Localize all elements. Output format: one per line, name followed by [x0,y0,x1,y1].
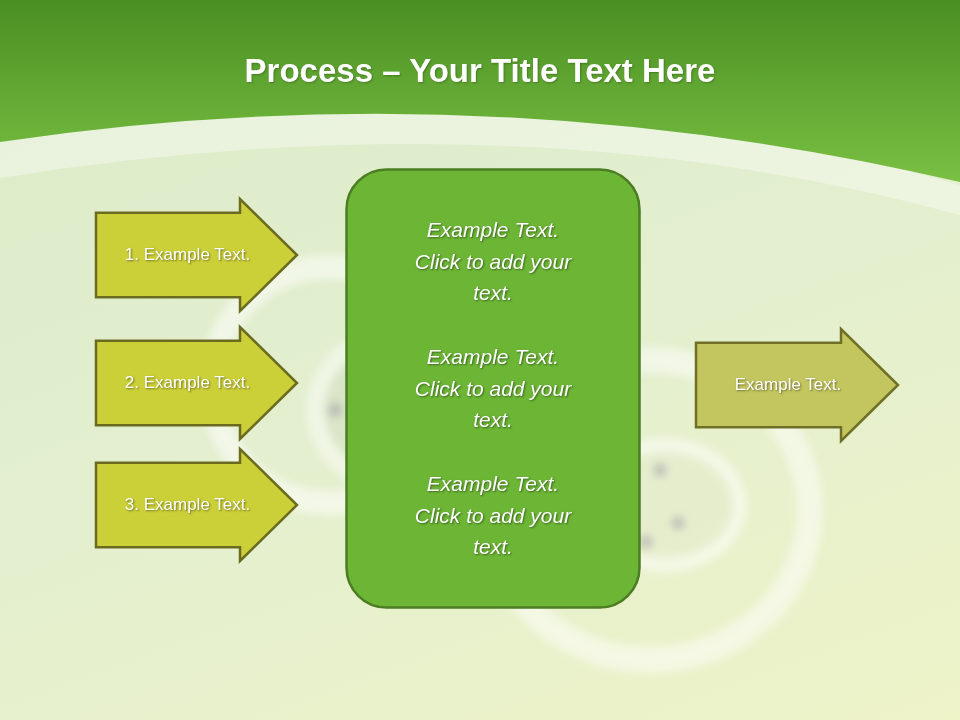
box-text: Example Text. Click to add your text. [413,468,573,563]
slide-title: Process – Your Title Text Here [0,52,960,90]
arrow-label: 3. Example Text. [125,495,250,515]
arrow-box: Example Text. [695,328,899,442]
process-box: Example Text. Click to add your text. Exa… [345,168,641,609]
box-text: Example Text. Click to add your text. [413,341,573,436]
arrow-box: 1. Example Text. [95,198,298,312]
arrow-label: 2. Example Text. [125,373,250,393]
arrow-box: 3. Example Text. [95,448,298,562]
arrow-label: 1. Example Text. [125,245,250,265]
box-text: Example Text. Click to add your text. [413,214,573,309]
arrow-box: 2. Example Text. [95,326,298,440]
arrow-label: Example Text. [735,375,841,395]
header-band [0,0,960,182]
